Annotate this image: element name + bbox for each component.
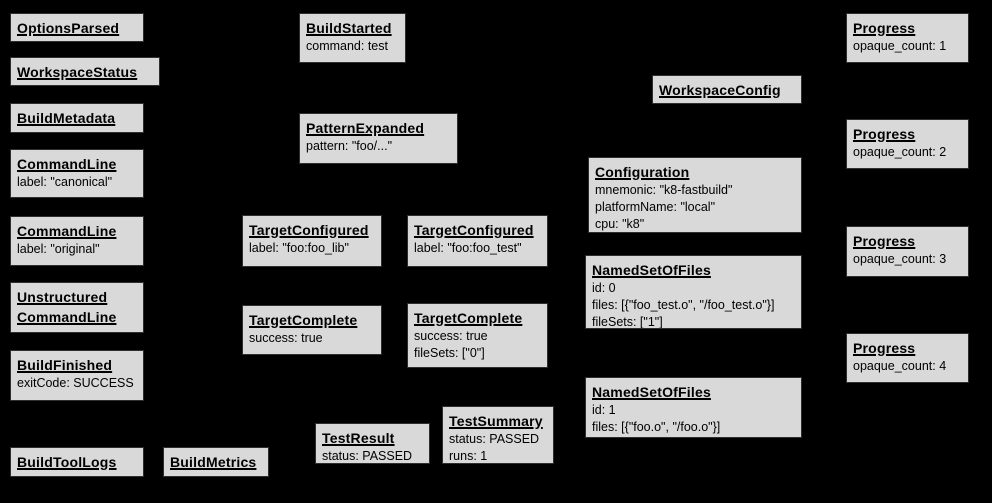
- node-attribute-line: label: "canonical": [17, 175, 113, 189]
- node-title: TargetComplete: [414, 310, 523, 326]
- node-attribute-line: files: [{"foo_test.o", "/foo_test.o"}]: [592, 298, 775, 312]
- node-test-result: TestResult status: PASSED: [315, 423, 430, 464]
- node-attribute-line: pattern: "foo/...": [306, 139, 393, 153]
- node-named-set-of-files-0: NamedSetOfFiles id: 0 files: [{"foo_test.o…: [585, 255, 802, 329]
- node-attribute-line: label: "foo:foo_test": [414, 241, 522, 255]
- node-build-finished: BuildFinished exitCode: SUCCESS: [10, 350, 144, 401]
- node-build-tool-logs: BuildToolLogs: [10, 447, 144, 477]
- node-build-metadata: BuildMetadata: [10, 103, 144, 133]
- node-attribute-line: label: "foo:foo_lib": [249, 241, 349, 255]
- node-build-started: BuildStarted command: test: [299, 13, 406, 63]
- node-attribute-line: runs: 1: [449, 449, 488, 463]
- node-title: BuildToolLogs: [17, 454, 117, 470]
- node-title: TestSummary: [449, 413, 543, 429]
- node-workspace-status: WorkspaceStatus: [10, 57, 160, 86]
- node-build-metrics: BuildMetrics: [163, 447, 269, 477]
- node-title: TargetConfigured: [249, 222, 369, 238]
- node-target-complete-lib: TargetComplete success: true: [242, 305, 382, 355]
- node-target-configured-lib: TargetConfigured label: "foo:foo_lib": [242, 215, 382, 267]
- node-title: Progress: [853, 20, 916, 36]
- node-attribute-line: label: "original": [17, 242, 100, 256]
- node-title: OptionsParsed: [17, 20, 120, 36]
- node-title: Progress: [853, 126, 916, 142]
- node-attribute-line: fileSets: ["0"]: [414, 346, 485, 360]
- node-attribute-line: success: true: [249, 331, 323, 345]
- node-progress-2: Progress opaque_count: 2: [846, 119, 969, 169]
- node-options-parsed: OptionsParsed: [10, 13, 144, 42]
- node-attribute-line: opaque_count: 3: [853, 252, 947, 266]
- node-title: WorkspaceStatus: [17, 64, 138, 80]
- node-title: CommandLine: [17, 156, 117, 172]
- node-attribute-line: cpu: "k8": [595, 217, 645, 231]
- node-configuration: Configuration mnemonic: "k8-fastbuild" pla…: [588, 157, 802, 233]
- node-title: Progress: [853, 340, 916, 356]
- node-title: TargetConfigured: [414, 222, 534, 238]
- node-attribute-line: id: 0: [592, 281, 616, 295]
- node-title: CommandLine: [17, 223, 117, 239]
- node-title: WorkspaceConfig: [659, 82, 781, 98]
- node-attribute-line: mnemonic: "k8-fastbuild": [595, 183, 733, 197]
- node-title: BuildStarted: [306, 20, 392, 36]
- node-title: BuildFinished: [17, 357, 113, 373]
- node-attribute-line: opaque_count: 1: [853, 39, 947, 53]
- node-title: PatternExpanded: [306, 120, 425, 136]
- node-unstructured-command-line: Unstructured CommandLine: [10, 282, 144, 333]
- node-attribute-line: fileSets: ["1"]: [592, 315, 663, 329]
- node-title: Progress: [853, 233, 916, 249]
- node-attribute-line: command: test: [306, 39, 388, 53]
- node-attribute-line: opaque_count: 2: [853, 145, 947, 159]
- node-attribute-line: platformName: "local": [595, 200, 716, 214]
- node-title: Configuration: [595, 164, 690, 180]
- node-title: BuildMetadata: [17, 110, 116, 126]
- node-progress-1: Progress opaque_count: 1: [846, 13, 969, 63]
- node-attribute-line: opaque_count: 4: [853, 359, 947, 373]
- node-attribute-line: status: PASSED: [322, 449, 413, 463]
- node-progress-4: Progress opaque_count: 4: [846, 333, 969, 383]
- node-title: TargetComplete: [249, 312, 358, 328]
- node-title: Unstructured CommandLine: [17, 289, 117, 325]
- node-title: NamedSetOfFiles: [592, 384, 711, 400]
- node-title: BuildMetrics: [170, 454, 257, 470]
- node-attribute-line: exitCode: SUCCESS: [17, 376, 134, 390]
- node-test-summary: TestSummary status: PASSED runs: 1: [442, 406, 554, 464]
- node-title: TestResult: [322, 430, 395, 446]
- node-attribute-line: success: true: [414, 329, 488, 343]
- node-attribute-line: files: [{"foo.o", "/foo.o"}]: [592, 420, 721, 434]
- node-progress-3: Progress opaque_count: 3: [846, 226, 969, 277]
- node-workspace-config: WorkspaceConfig: [652, 75, 802, 104]
- node-command-line-original: CommandLine label: "original": [10, 216, 144, 266]
- node-target-complete-test: TargetComplete success: true fileSets: ["0…: [407, 303, 548, 368]
- node-pattern-expanded: PatternExpanded pattern: "foo/...": [299, 113, 458, 164]
- node-attribute-line: status: PASSED: [449, 432, 540, 446]
- node-target-configured-test: TargetConfigured label: "foo:foo_test": [407, 215, 548, 267]
- node-title: NamedSetOfFiles: [592, 262, 711, 278]
- node-named-set-of-files-1: NamedSetOfFiles id: 1 files: [{"foo.o", "/…: [585, 377, 802, 438]
- node-attribute-line: id: 1: [592, 403, 616, 417]
- node-command-line-canonical: CommandLine label: "canonical": [10, 149, 144, 198]
